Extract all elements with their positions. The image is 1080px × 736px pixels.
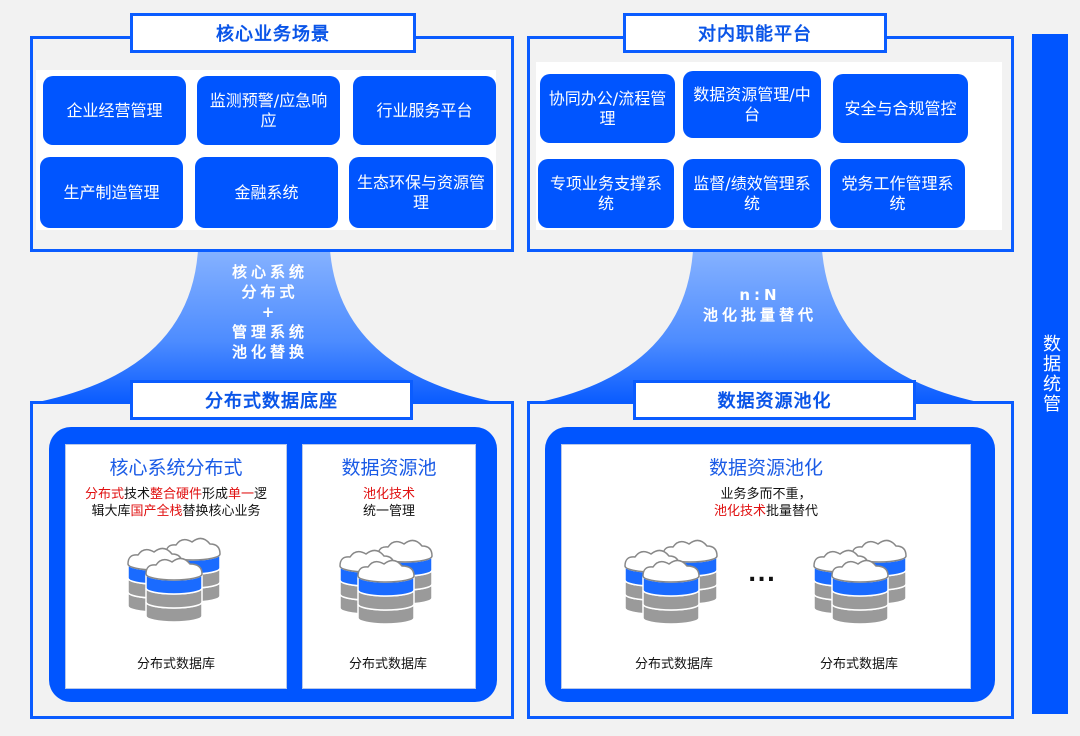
data-governance-bar: 数据统管 — [1032, 34, 1068, 714]
side-label: 数据统管 — [1040, 334, 1061, 414]
desc-highlight: 整合硬件 — [149, 487, 202, 502]
db-label: 分布式数据库 — [819, 657, 898, 672]
funnel-right-line: n:N — [739, 286, 781, 304]
card-description: 池化技术 统一管理 — [303, 486, 475, 520]
distributed-base-title: 分布式数据底座 — [130, 380, 413, 420]
funnel-right — [540, 250, 978, 402]
desc-text: 逻辑大库 — [91, 487, 268, 519]
tile-party-affairs[interactable]: 党务工作管理系统 — [830, 159, 965, 228]
card-description: 业务多而不重， 池化技术批量替代 — [562, 486, 970, 520]
database-cluster-icon — [813, 539, 907, 624]
database-cylinder — [831, 559, 889, 624]
funnel-left-line: 核心系统 — [231, 263, 308, 281]
db-label: 分布式数据库 — [136, 657, 215, 672]
card-title: 数据资源池 — [341, 457, 437, 479]
database-cylinder — [145, 557, 203, 622]
desc-text: 批量替代 — [766, 504, 819, 519]
database-cluster-icon — [339, 539, 433, 624]
card-description: 分布式技术整合硬件形成单一逻辑大库国产全栈替换核心业务 — [66, 486, 286, 520]
tile-enterprise-management[interactable]: 企业经营管理 — [43, 76, 186, 145]
desc-text: 替换核心业务 — [182, 504, 261, 519]
database-cluster-icon — [127, 537, 221, 622]
core-business-title: 核心业务场景 — [130, 13, 416, 53]
database-cluster-icon — [624, 539, 718, 624]
desc-text: 形成 — [202, 487, 229, 502]
funnel-left-line: 分布式 — [241, 283, 299, 301]
card-title: 数据资源池化 — [708, 457, 823, 479]
tile-production-management[interactable]: 生产制造管理 — [40, 157, 183, 228]
tile-office-workflow[interactable]: 协同办公/流程管理 — [540, 74, 675, 143]
funnel-left-line: 管理系统 — [231, 323, 308, 341]
card-title: 核心系统分布式 — [109, 457, 243, 479]
tile-supervision-performance[interactable]: 监督/绩效管理系统 — [683, 159, 821, 228]
desc-highlight: 国产全栈 — [130, 504, 183, 519]
tile-industry-service[interactable]: 行业服务平台 — [353, 76, 496, 145]
ellipsis: ... — [748, 562, 777, 587]
desc-highlight: 池化技术 — [362, 487, 415, 502]
internal-platform-title: 对内职能平台 — [623, 13, 887, 53]
desc-highlight: 池化技术 — [713, 504, 766, 519]
funnel-left-line: 池化替换 — [231, 343, 308, 361]
funnel-left-line: + — [261, 303, 279, 321]
desc-highlight: 单一 — [228, 487, 255, 502]
funnel-left — [38, 250, 495, 402]
desc-text: 统一管理 — [362, 504, 415, 519]
desc-text: 技术 — [123, 487, 150, 502]
funnel-right-text: n:N 池化批量替代 — [690, 285, 830, 325]
funnel-left-text: 核心系统 分布式 + 管理系统 池化替换 — [200, 262, 340, 362]
tile-data-resource-mgmt[interactable]: 数据资源管理/中台 — [683, 71, 821, 138]
tile-finance-system[interactable]: 金融系统 — [195, 157, 338, 228]
funnel-right-line: 池化批量替代 — [702, 306, 817, 324]
db-label: 分布式数据库 — [634, 657, 713, 672]
db-label: 分布式数据库 — [348, 657, 427, 672]
tile-security-compliance[interactable]: 安全与合规管控 — [833, 74, 968, 143]
database-cylinder — [357, 559, 415, 624]
desc-highlight: 分布式 — [84, 487, 124, 502]
database-cylinder — [642, 559, 700, 624]
tile-special-business[interactable]: 专项业务支撑系统 — [538, 159, 674, 228]
tile-monitoring-warning[interactable]: 监测预警/应急响应 — [197, 76, 340, 145]
resource-pool-title: 数据资源池化 — [633, 380, 916, 420]
tile-eco-resource[interactable]: 生态环保与资源管理 — [349, 157, 493, 228]
desc-text: 业务多而不重， — [720, 487, 812, 502]
